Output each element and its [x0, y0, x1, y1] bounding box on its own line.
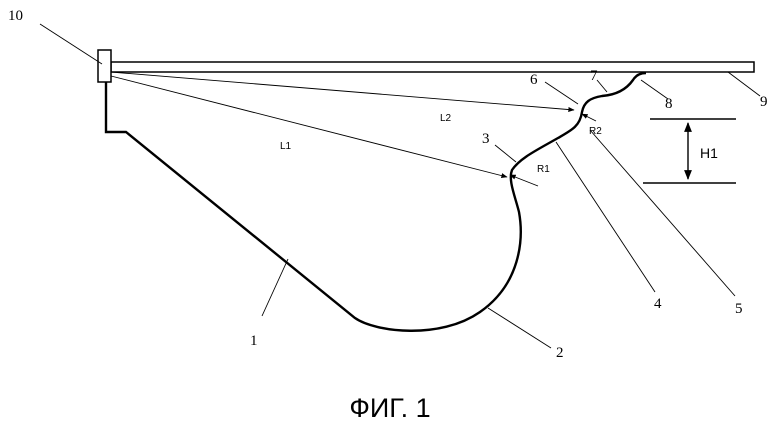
label-L2: L2 — [440, 113, 452, 124]
leader-7 — [597, 80, 607, 92]
leader-4 — [556, 142, 655, 292]
r2-arrow — [582, 114, 596, 121]
numeral-9: 9 — [760, 94, 768, 110]
leader-2 — [488, 308, 551, 348]
profile-outline — [106, 73, 646, 331]
numeral-8: 8 — [665, 96, 673, 112]
label-L1: L1 — [280, 141, 292, 152]
leader-8 — [641, 80, 668, 99]
leader-1 — [262, 259, 288, 316]
figure-caption: ФИГ. 1 — [0, 393, 780, 424]
label-R2: R2 — [589, 126, 602, 137]
label-H1: H1 — [700, 145, 718, 161]
radius-line-L2 — [111, 72, 574, 110]
numeral-10: 10 — [8, 8, 23, 24]
r1-arrow — [510, 175, 538, 186]
numeral-2: 2 — [556, 345, 564, 361]
top-plate — [111, 62, 754, 72]
radius-line-L1 — [111, 76, 507, 177]
numeral-7: 7 — [590, 68, 598, 84]
leader-3 — [495, 145, 516, 162]
leader-6 — [545, 82, 578, 104]
numeral-5: 5 — [735, 301, 743, 317]
numeral-6: 6 — [530, 72, 538, 88]
numeral-3: 3 — [482, 131, 490, 147]
numeral-1: 1 — [250, 333, 258, 349]
leader-9 — [728, 72, 760, 96]
leader-10 — [40, 24, 102, 64]
label-R1: R1 — [537, 164, 550, 175]
mount-block — [98, 50, 111, 82]
numeral-4: 4 — [654, 296, 662, 312]
